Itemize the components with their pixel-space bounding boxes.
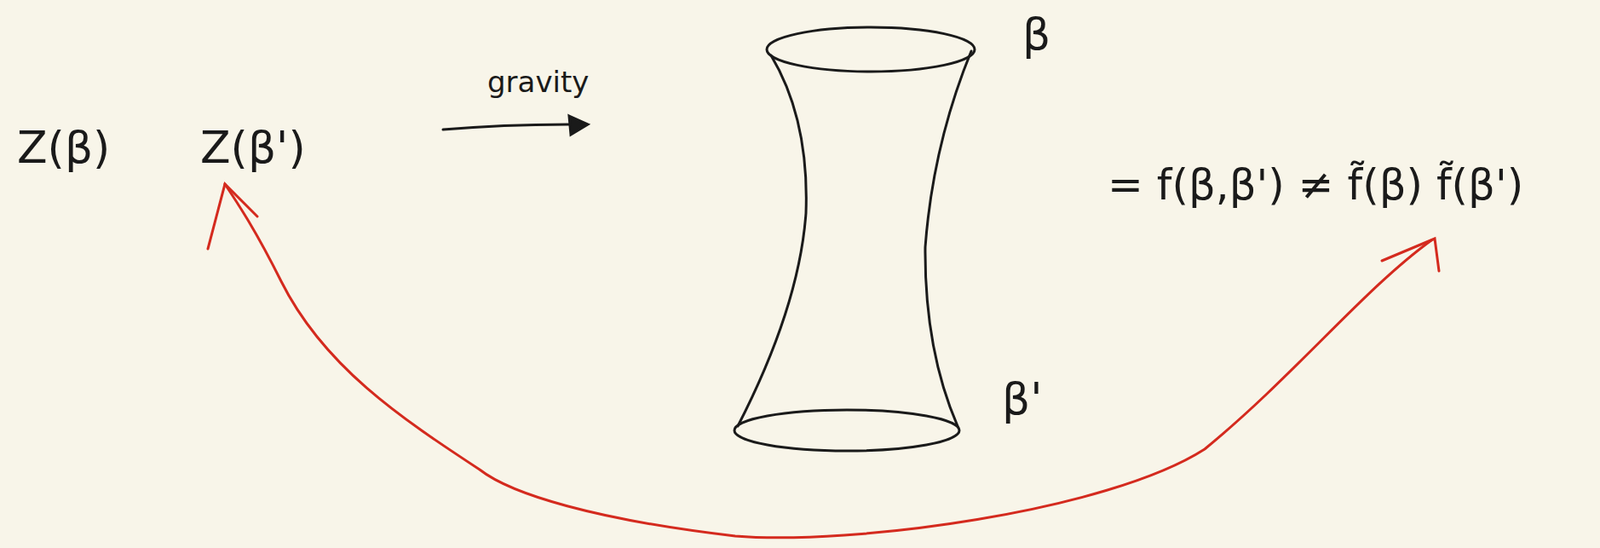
red-arrowhead-right (1381, 238, 1439, 271)
gravity-arrowhead (569, 115, 588, 135)
boundary-label: β (1022, 10, 1051, 59)
red-link-curve (224, 184, 1432, 538)
equation: = f(β,β') ≠ f̃(β) f̃(β') (1107, 161, 1524, 209)
arrow-label: gravity (487, 66, 589, 98)
partition-function: Z(β') (200, 123, 306, 173)
boundary-label: β' (1001, 374, 1042, 424)
red-arrowhead-left (207, 184, 258, 249)
gravity-arrow (443, 124, 587, 130)
top-boundary (766, 27, 975, 72)
wormhole-right-side (925, 51, 972, 426)
bottom-boundary (734, 409, 960, 451)
wormhole-left-side (737, 55, 806, 426)
partition-function: Z(β) (17, 123, 110, 173)
